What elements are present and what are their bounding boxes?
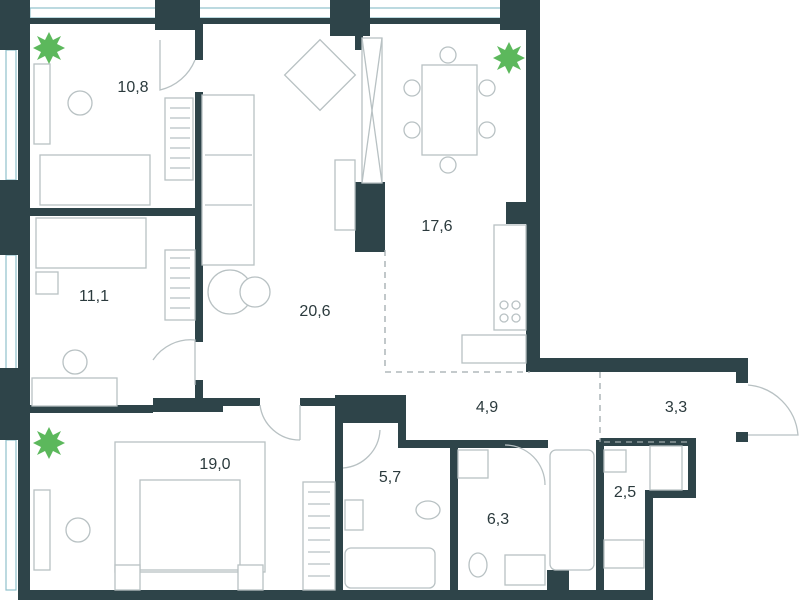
door-bathroom-1[interactable] xyxy=(342,429,381,469)
bed xyxy=(35,217,147,269)
bedroom-middle-furniture xyxy=(31,217,147,407)
area-label-living-room: 20,6 xyxy=(299,303,330,320)
area-label-entrance: 3,3 xyxy=(665,399,687,416)
bedroom-top-furniture xyxy=(33,32,194,206)
wardrobe-middle xyxy=(164,249,196,321)
area-label-kitchen-dining: 17,6 xyxy=(421,218,452,235)
zone-dividers xyxy=(384,250,690,443)
area-label-storage: 2,5 xyxy=(614,484,636,501)
washing-machine xyxy=(457,449,489,479)
area-label-master-bedroom: 19,0 xyxy=(199,456,230,473)
chair xyxy=(65,517,91,543)
nightstand xyxy=(237,564,264,591)
fridge xyxy=(461,334,527,364)
area-label-bedroom-top: 10,8 xyxy=(117,79,148,96)
area-label-bedroom-middle: 11,1 xyxy=(79,288,109,305)
nightstand xyxy=(114,564,141,591)
area-label-bathroom-2: 6,3 xyxy=(487,511,509,528)
bathtub-2 xyxy=(549,449,595,571)
desk xyxy=(33,489,51,571)
desk xyxy=(33,63,51,145)
window-top-1 xyxy=(29,7,161,19)
window-left-1 xyxy=(5,49,17,181)
door-bathroom-2[interactable] xyxy=(504,444,546,486)
desk xyxy=(31,377,118,407)
sofa xyxy=(201,94,255,266)
door-bedroom-top[interactable] xyxy=(159,40,196,91)
bathroom-furniture xyxy=(344,445,683,589)
room-labels: 10,8 20,6 17,6 11,1 4,9 3,3 19,0 5,7 6,3… xyxy=(79,79,687,528)
window-left-3 xyxy=(5,439,17,591)
area-label-bathroom-1: 5,7 xyxy=(379,469,401,486)
kitchen-furniture xyxy=(403,42,527,364)
window-top-3 xyxy=(364,7,506,19)
window-top-2 xyxy=(194,7,336,19)
window-left-2 xyxy=(5,254,17,371)
walls xyxy=(0,0,748,600)
toilet-2 xyxy=(468,552,488,578)
kitchen-counter xyxy=(493,224,527,331)
plant-icon xyxy=(33,427,65,459)
plant-icon xyxy=(33,32,65,64)
armchair xyxy=(283,38,357,112)
doors xyxy=(152,37,799,486)
chair xyxy=(67,90,93,116)
nightstand xyxy=(35,271,59,295)
area-label-hallway: 4,9 xyxy=(476,399,498,416)
utility-box xyxy=(603,449,627,473)
door-master-bedroom[interactable] xyxy=(259,404,301,441)
chair xyxy=(62,349,88,375)
dining-table xyxy=(421,64,478,156)
tv-stand xyxy=(334,159,356,231)
door-bedroom-middle[interactable] xyxy=(152,339,196,385)
plant-icon xyxy=(493,42,525,74)
entrance-door[interactable] xyxy=(747,384,799,436)
living-furniture xyxy=(164,38,357,321)
sink-2 xyxy=(504,554,546,586)
wardrobe xyxy=(302,481,336,591)
toilet-1 xyxy=(415,500,441,520)
sink-1 xyxy=(344,499,364,531)
wardrobe xyxy=(164,97,194,181)
bathtub-1 xyxy=(344,547,436,589)
shelf xyxy=(649,445,683,491)
shelf xyxy=(603,539,645,569)
master-bedroom-furniture xyxy=(33,427,336,591)
sofa-bed xyxy=(39,154,151,206)
